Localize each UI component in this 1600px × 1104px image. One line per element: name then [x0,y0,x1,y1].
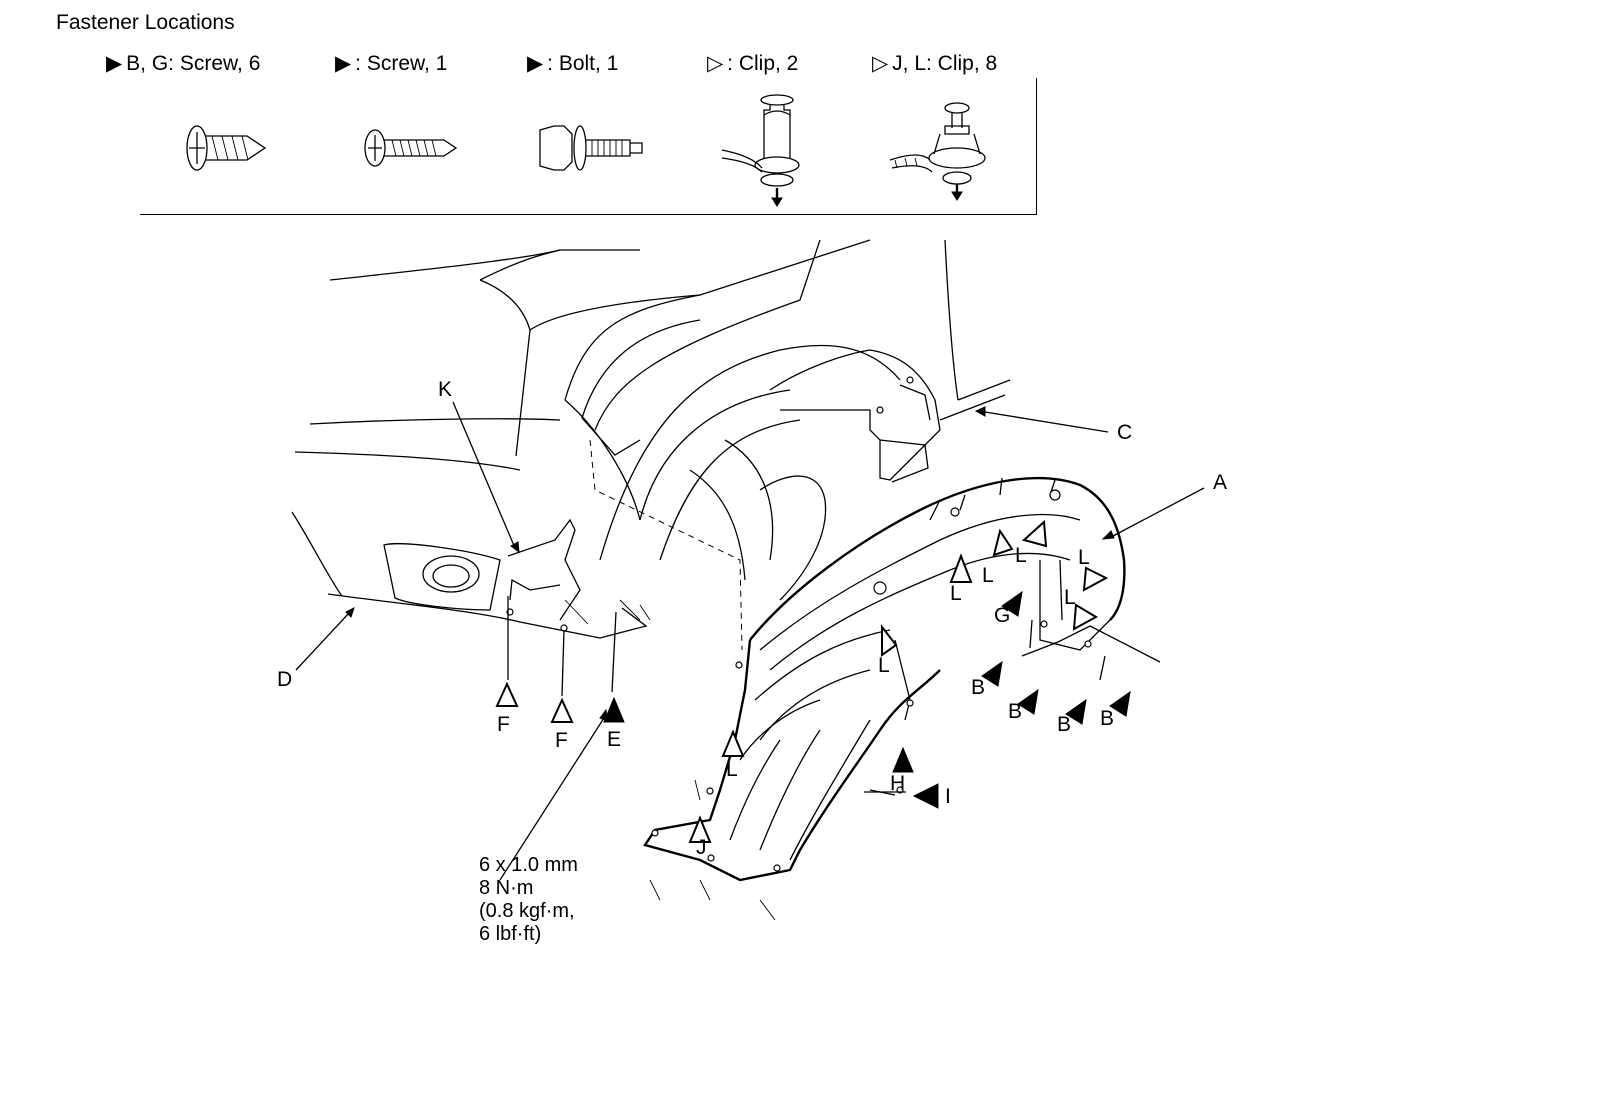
fastener-legend-box [140,78,1037,215]
legend-item-bolt-e: ▶E: Bolt, 1 [527,51,618,76]
legend-text: : Bolt, 1 [547,52,619,75]
fender-liner-a [643,476,1126,921]
callout-l: L [982,564,994,587]
callout-l: L [878,654,890,677]
bumper-flap [506,518,651,632]
callout-c: C [1117,421,1133,444]
filled-arrowhead-icon: ▶ [527,52,544,75]
bolt-illustration [539,125,643,171]
open-arrowhead-icon: ▷ [707,52,724,75]
filled-arrowhead-icon: ▶ [106,52,123,75]
clip-marker-l5 [1021,519,1048,548]
torque-spec-line: 6 lbf·ft) [479,923,542,945]
callout-e: E [607,728,622,751]
screw-illustration-2 [364,129,458,167]
bolt-marker-e [603,696,625,723]
clip-marker-f2 [550,697,574,723]
callout-l: L [1064,586,1076,609]
legend-text: : Screw, 6 [168,52,261,75]
callout-d: D [277,668,293,691]
screw-marker-b2 [1017,688,1039,715]
callout-j: J [696,836,707,859]
torque-spec-line: (0.8 kgf·m, [479,900,575,922]
legend-item-screw-b-g: ▶B, G: Screw, 6 [106,51,260,76]
clip-marker-l1 [721,729,745,757]
vehicle-body-outline [291,239,1011,651]
screw-illustration-1 [186,125,267,171]
callout-k: K [438,378,453,401]
callout-l: L [950,582,962,605]
callout-a: A [1213,471,1228,494]
screw-marker-b4 [1109,690,1131,717]
upper-fender-liner-c [769,349,941,483]
screw-marker-i [912,783,939,809]
legend-symbols: J, L [892,52,927,75]
callout-b: B [971,676,986,699]
callout-b: B [1008,700,1023,723]
callout-l: L [726,758,738,781]
legend-symbols: B, G [126,52,169,75]
clip-marker-j [688,815,712,843]
screw-marker-b1 [981,660,1003,687]
callout-l: L [1078,546,1090,569]
torque-spec-line: 6 x 1.0 mm [479,854,578,876]
legend-text: : Clip, 2 [727,52,799,75]
callout-f: F [497,713,510,736]
callout-leader-lines [295,401,1205,881]
callout-g: G [994,604,1011,627]
callout-i: I [945,785,951,808]
callout-b: B [1057,713,1072,736]
clip-marker-f1 [495,681,519,707]
legend-item-clip-f: ▷F: Clip, 2 [707,51,798,76]
diagram-title: Fastener Locations [56,11,235,34]
fastener-markers [495,519,1131,843]
callout-f: F [555,729,568,752]
open-arrowhead-icon: ▷ [872,52,889,75]
screw-marker-b3 [1065,698,1087,725]
legend-item-clip-j-l: ▷J, L: Clip, 8 [872,51,997,76]
fog-light-outline [383,543,501,611]
torque-spec: 6 x 1.0 mm 8 N·m (0.8 kgf·m, 6 lbf·ft) [479,854,578,946]
legend-item-screw-h: ▶H: Screw, 1 [335,51,447,76]
legend-text: : Clip, 8 [926,52,998,75]
clip-marker-l7 [1072,603,1099,631]
clip-illustration-2 [889,102,986,201]
legend-text: : Screw, 1 [355,52,448,75]
screw-marker-g [1001,590,1023,617]
callout-l: L [1015,544,1027,567]
clip-illustration-1 [721,94,800,207]
clip-marker-l6 [1082,566,1109,592]
screw-marker-h [892,746,914,773]
clip-marker-l4 [992,528,1014,557]
callout-h: H [890,772,906,795]
torque-spec-line: 8 N·m [479,877,534,899]
clip-marker-l3 [881,624,898,657]
filled-arrowhead-icon: ▶ [335,52,352,75]
callout-b: B [1100,707,1115,730]
clip-marker-l2 [949,553,973,583]
